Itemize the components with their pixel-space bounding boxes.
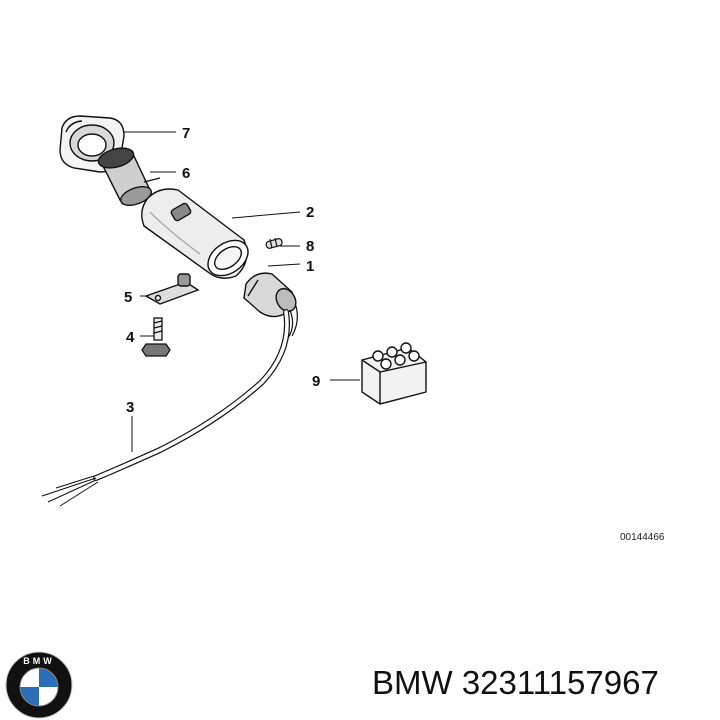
part-1-connector (243, 272, 297, 318)
callout-2: 2 (306, 204, 314, 221)
part-7-grommet (59, 115, 125, 173)
callout-8: 8 (306, 238, 314, 255)
part-9-block (361, 342, 427, 405)
logo-letters: BMW (23, 656, 55, 666)
part-8-bulb (265, 237, 283, 249)
callout-3: 3 (126, 399, 134, 416)
leader-lines (124, 131, 360, 452)
drawing-number: 00144466 (620, 532, 665, 543)
callout-1: 1 (306, 258, 314, 275)
callout-4: 4 (126, 329, 135, 346)
part-4-screw-nut (141, 317, 171, 357)
part-6-socket (97, 147, 161, 206)
brand-part-number-caption: BMW 32311157967 (372, 664, 659, 701)
callout-7: 7 (182, 125, 190, 142)
part-3-cable (41, 305, 298, 507)
part-5-bracket (144, 273, 200, 305)
bmw-roundel-icon: BMW (5, 651, 73, 719)
callout-9: 9 (312, 373, 320, 390)
callout-6: 6 (182, 165, 190, 182)
part-2-lighter-body (141, 188, 249, 279)
callout-5: 5 (124, 289, 132, 306)
